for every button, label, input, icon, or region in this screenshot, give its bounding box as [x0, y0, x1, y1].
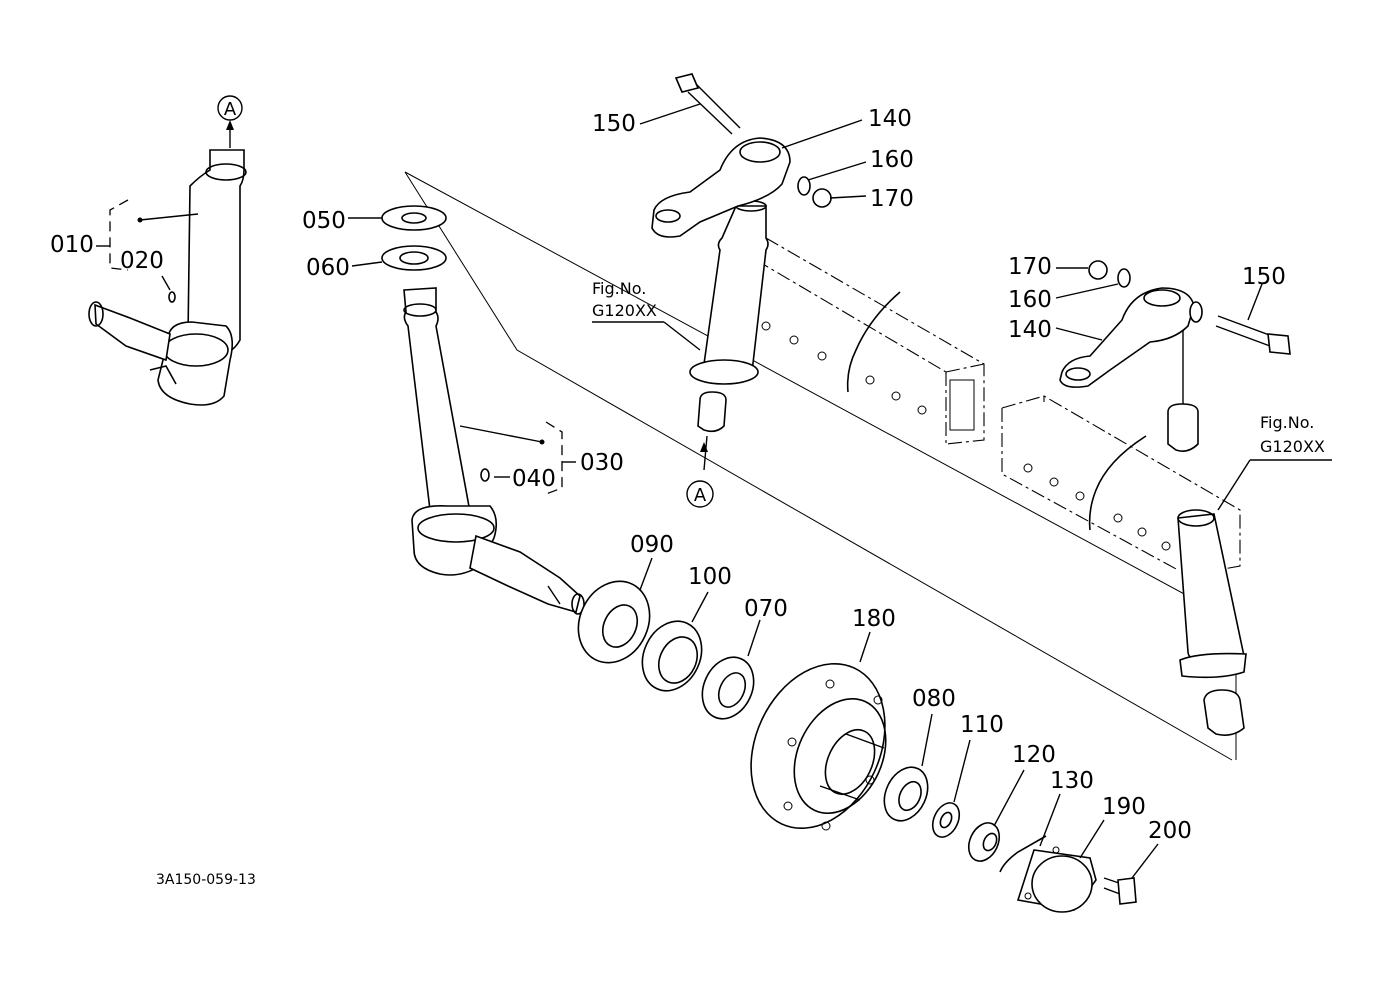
- callout-140-right: 140: [1008, 317, 1052, 343]
- callout-110: 110: [960, 712, 1004, 738]
- callout-070: 070: [744, 596, 788, 622]
- nut-170-right: [1088, 260, 1108, 280]
- fig-ref-upper-line2: G120XX: [592, 301, 657, 320]
- callout-140-upper: 140: [868, 106, 912, 132]
- bolt-150-upper: [674, 73, 741, 135]
- hub-cap-190: [1016, 846, 1097, 913]
- callout-020: 020: [120, 248, 164, 274]
- washer-160-right: [1117, 268, 1131, 288]
- knuckle-main-030: [403, 287, 585, 615]
- washer-110: [931, 802, 961, 838]
- axle-beam-upper: [755, 237, 985, 445]
- seal-090: [577, 580, 651, 664]
- washer-060: [381, 245, 447, 271]
- steering-arm-140-right: [1059, 287, 1203, 388]
- bearing-070: [701, 656, 755, 720]
- circle-a-top-left: [217, 95, 243, 148]
- callout-040: 040: [512, 466, 556, 492]
- bracket-030: [545, 421, 563, 495]
- castle-nut-120: [967, 822, 1001, 862]
- callout-120: 120: [1012, 742, 1056, 768]
- fig-ref-right-line2: G120XX: [1260, 437, 1325, 456]
- callout-050: 050: [302, 208, 346, 234]
- circle-a-label-upper: A: [694, 485, 707, 506]
- callout-160-upper: 160: [870, 147, 914, 173]
- kingpin-right: [1167, 296, 1247, 736]
- callout-190: 190: [1102, 794, 1146, 820]
- callout-170-right: 170: [1008, 254, 1052, 280]
- callout-200: 200: [1148, 818, 1192, 844]
- bearing-080: [883, 766, 929, 822]
- callout-080: 080: [912, 686, 956, 712]
- washer-050: [381, 205, 447, 231]
- callout-030: 030: [580, 450, 624, 476]
- callout-060: 060: [306, 255, 350, 281]
- bearing-cup-100: [641, 620, 703, 692]
- fig-ref-upper-line1: Fig.No.: [592, 279, 646, 298]
- hub-180: [750, 662, 887, 831]
- kingpin-upper: [686, 200, 769, 508]
- callout-150-right: 150: [1242, 264, 1286, 290]
- bracket-010: [109, 199, 129, 271]
- callout-160-right: 160: [1008, 287, 1052, 313]
- callout-130: 130: [1050, 768, 1094, 794]
- fig-ref-right-line1: Fig.No.: [1260, 413, 1314, 432]
- bolt-150-right: [1215, 315, 1291, 355]
- axle-beam-right: [1001, 395, 1332, 571]
- circle-a-label-top-left: A: [224, 99, 237, 120]
- callout-150-upper: 150: [592, 111, 636, 137]
- fig-ref-upper: Fig.No. G120XX: [592, 279, 701, 351]
- callout-170-upper: 170: [870, 186, 914, 212]
- callout-090: 090: [630, 532, 674, 558]
- knuckle-small-010: [88, 149, 247, 406]
- bolt-200: [1103, 877, 1137, 905]
- cotter-pin-130: [999, 835, 1047, 873]
- callout-010: 010: [50, 232, 94, 258]
- callout-180: 180: [852, 606, 896, 632]
- callout-100: 100: [688, 564, 732, 590]
- drawing-code: 3A150-059-13: [156, 872, 256, 888]
